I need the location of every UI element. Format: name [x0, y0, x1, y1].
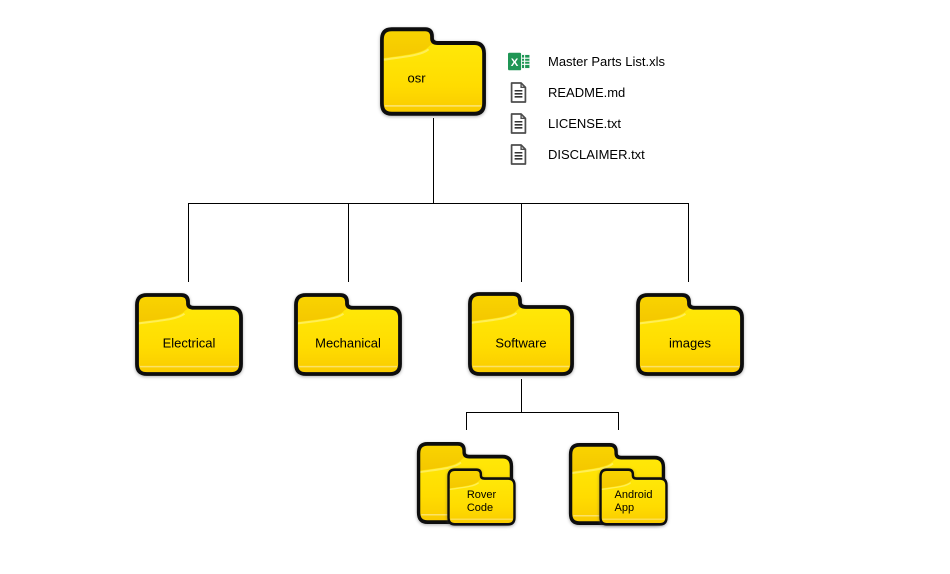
connector-drop-images — [688, 203, 689, 282]
folder-electrical-label: Electrical — [162, 335, 216, 351]
folder-android-app-label: Android App — [614, 488, 653, 514]
connector-level3-bus — [466, 412, 619, 413]
file-name: LICENSE.txt — [548, 115, 621, 131]
folder-rover-code: Rover Code — [446, 467, 517, 527]
file-name: DISCLAIMER.txt — [548, 146, 645, 162]
document-icon — [505, 141, 531, 167]
connector-drop-android-app — [618, 412, 619, 430]
folder-android-app: Android App — [598, 467, 669, 527]
connector-level2-bus — [188, 203, 689, 204]
document-icon — [505, 110, 531, 136]
excel-file-icon: X — [505, 48, 531, 74]
connector-software-stem — [521, 379, 522, 412]
svg-text:X: X — [510, 56, 518, 68]
connector-drop-mechanical — [348, 203, 349, 282]
folder-osr: osr — [378, 25, 488, 118]
folder-software-label: Software — [495, 335, 547, 351]
connector-drop-electrical — [188, 203, 189, 282]
document-icon — [505, 79, 531, 105]
folder-icon — [135, 293, 243, 376]
folder-icon — [468, 292, 574, 376]
folder-electrical: Electrical — [133, 291, 245, 378]
folder-icon — [636, 293, 744, 376]
file-name: Master Parts List.xls — [548, 53, 666, 69]
file-name: README.md — [548, 84, 626, 100]
folder-mechanical: Mechanical — [292, 291, 404, 378]
connector-drop-rover-code — [466, 412, 467, 430]
file-row-readme: README.md — [505, 79, 765, 105]
folder-images: images — [634, 291, 746, 378]
file-row-license: LICENSE.txt — [505, 110, 765, 136]
folder-software: Software — [466, 290, 576, 378]
connector-root-stem — [433, 118, 434, 203]
folder-icon — [294, 293, 402, 376]
connector-drop-software — [521, 203, 522, 282]
file-row-disclaimer: DISCLAIMER.txt — [505, 141, 765, 167]
folder-rover-code-label: Rover Code — [466, 488, 497, 514]
file-row-master-parts-list: X Master Parts List.xls — [505, 48, 765, 74]
folder-images-label: images — [669, 335, 711, 351]
folder-osr-label: osr — [407, 70, 426, 86]
folder-mechanical-label: Mechanical — [315, 335, 381, 351]
